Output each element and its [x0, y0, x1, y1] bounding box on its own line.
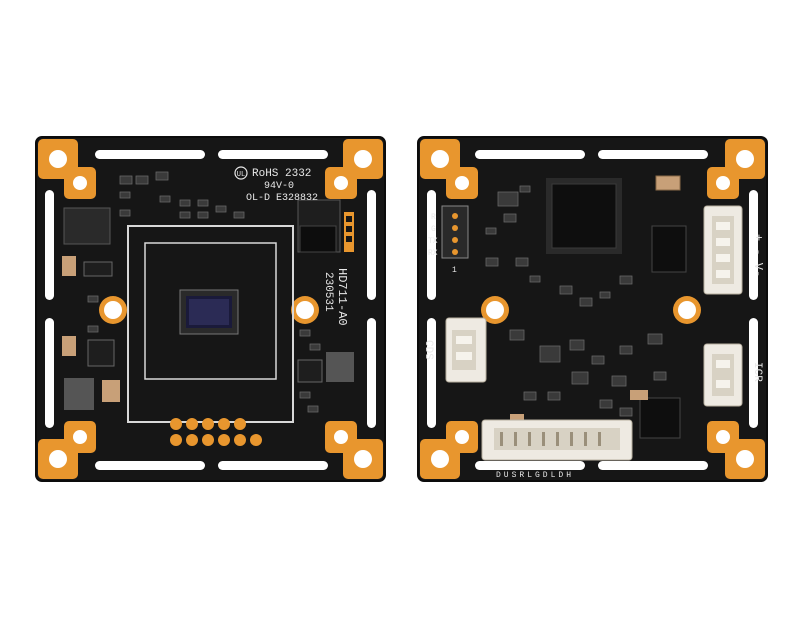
mounting-hole [38, 421, 96, 479]
uart-header [441, 205, 469, 259]
model-marking: HD711-A0 [335, 268, 349, 326]
svg-text:UL: UL [237, 171, 245, 179]
capacitor [102, 380, 120, 402]
uart-label-tx: TX [428, 237, 438, 246]
date-marking: 230531 [322, 272, 334, 312]
mounting-hole [38, 139, 96, 199]
mounting-hole [325, 139, 383, 199]
uart-label-r: R [431, 213, 436, 222]
rohs-marking: RoHS 2332 [252, 168, 311, 180]
regulator-chip [651, 225, 687, 273]
ul-mark-icon: UL [234, 166, 248, 180]
regulator-chip [299, 225, 337, 253]
inductor [326, 352, 354, 382]
back-pcb-board: R G TX RX 1 CDS + - V- ICR [417, 136, 768, 482]
processor-chip [546, 178, 622, 254]
capacitor [62, 336, 76, 356]
cds-connector [445, 317, 487, 383]
bottom-connector [481, 419, 633, 461]
mounting-hole [420, 139, 478, 199]
test-pad-array [170, 418, 262, 446]
uart-label-g: G [431, 225, 436, 234]
cds-label: CDS [422, 340, 434, 360]
front-pcb-board: UL RoHS 2332 94V-0 OL-D E328832 HD711-A0… [35, 136, 386, 482]
regulator-chip [639, 397, 681, 439]
pin-one-label: 1 [452, 266, 457, 275]
icr-connector [703, 343, 743, 407]
mounting-hole [325, 421, 383, 479]
mounting-hole [420, 421, 478, 479]
inductor [63, 207, 111, 245]
cert-marking: OL-D E328832 [246, 193, 318, 204]
capacitor [62, 256, 76, 276]
icr-label: ICR [751, 362, 763, 382]
bottom-connector-label: DUSRLGDLDH [496, 471, 574, 480]
mounting-hole [707, 139, 765, 199]
image-sensor-chip [179, 289, 239, 335]
uart-label-rx: RX [428, 249, 438, 258]
uart-labels: R G TX RX [428, 213, 438, 258]
power-connector [703, 205, 743, 295]
power-label: + - V- [751, 234, 765, 277]
crystal [655, 175, 681, 191]
mounting-hole [707, 421, 765, 479]
inductor [64, 378, 94, 410]
rating-marking: 94V-0 [264, 181, 294, 192]
